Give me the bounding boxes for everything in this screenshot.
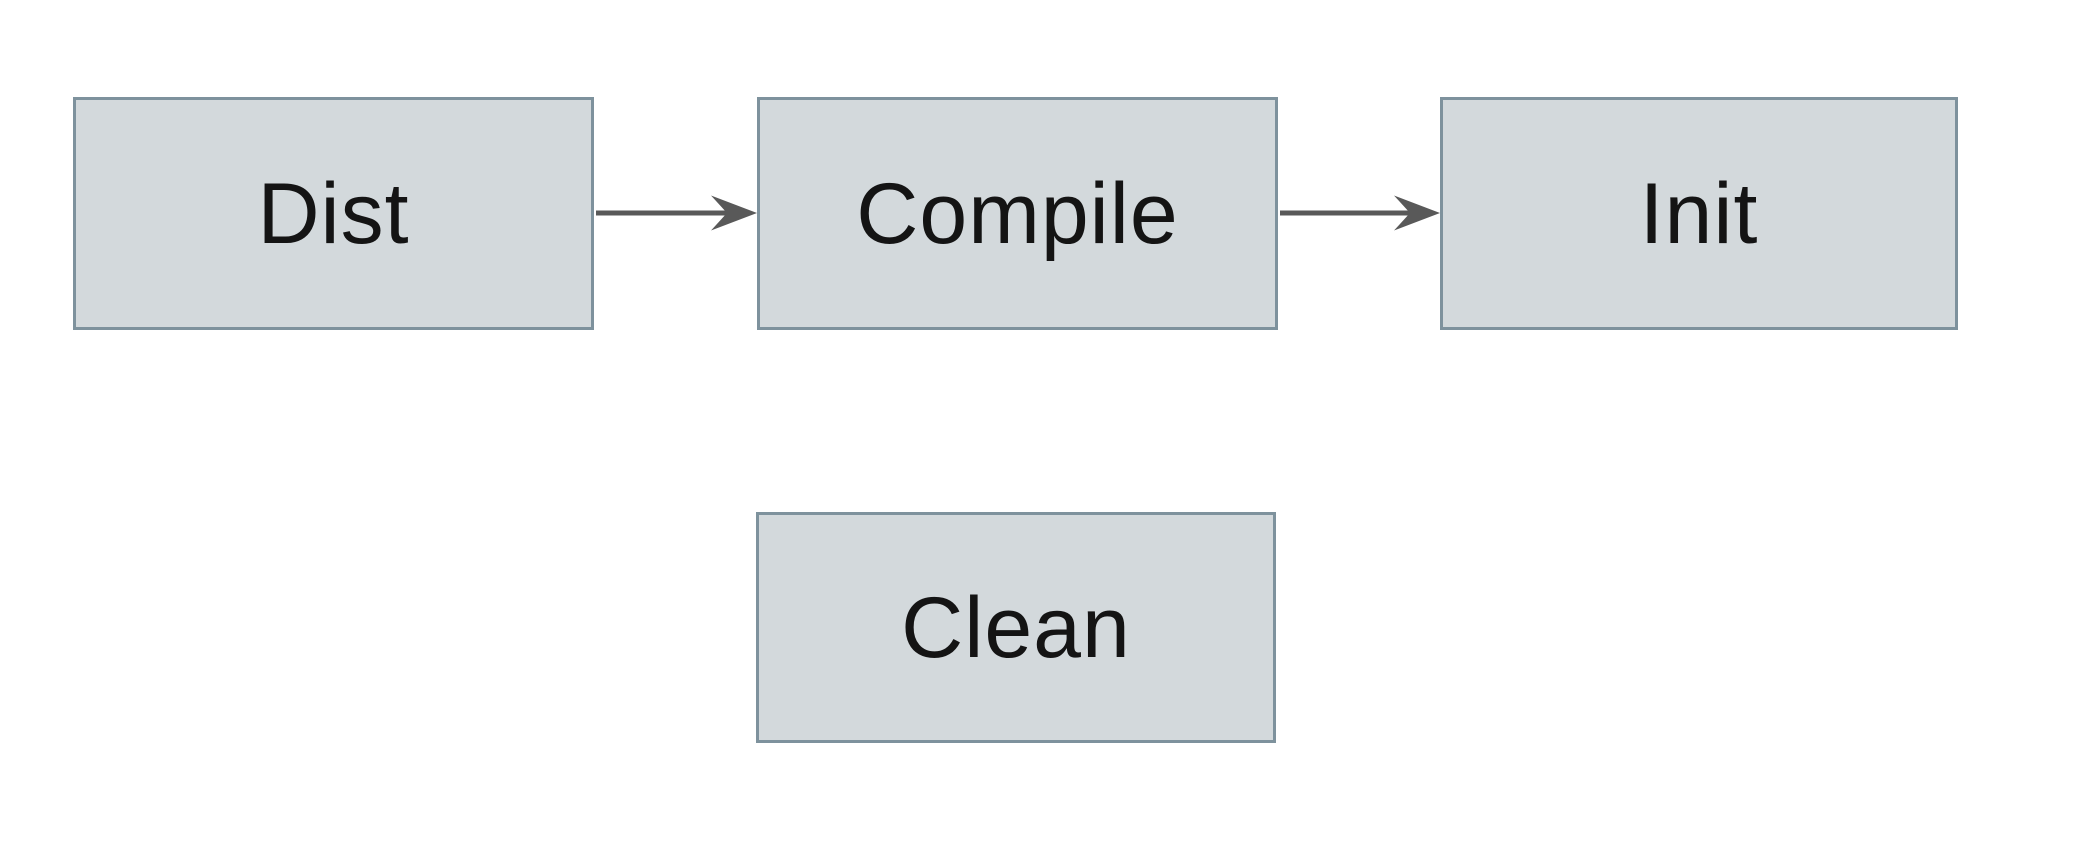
node-compile[interactable]: Compile: [757, 97, 1278, 330]
node-init[interactable]: Init: [1440, 97, 1958, 330]
node-dist-label: Dist: [257, 165, 410, 262]
arrow-dist-to-compile: [596, 195, 757, 231]
node-init-label: Init: [1639, 165, 1759, 262]
node-compile-label: Compile: [856, 165, 1179, 262]
node-clean-label: Clean: [901, 579, 1131, 676]
node-clean[interactable]: Clean: [756, 512, 1276, 743]
arrow-compile-to-init: [1280, 195, 1440, 231]
node-dist[interactable]: Dist: [73, 97, 594, 330]
